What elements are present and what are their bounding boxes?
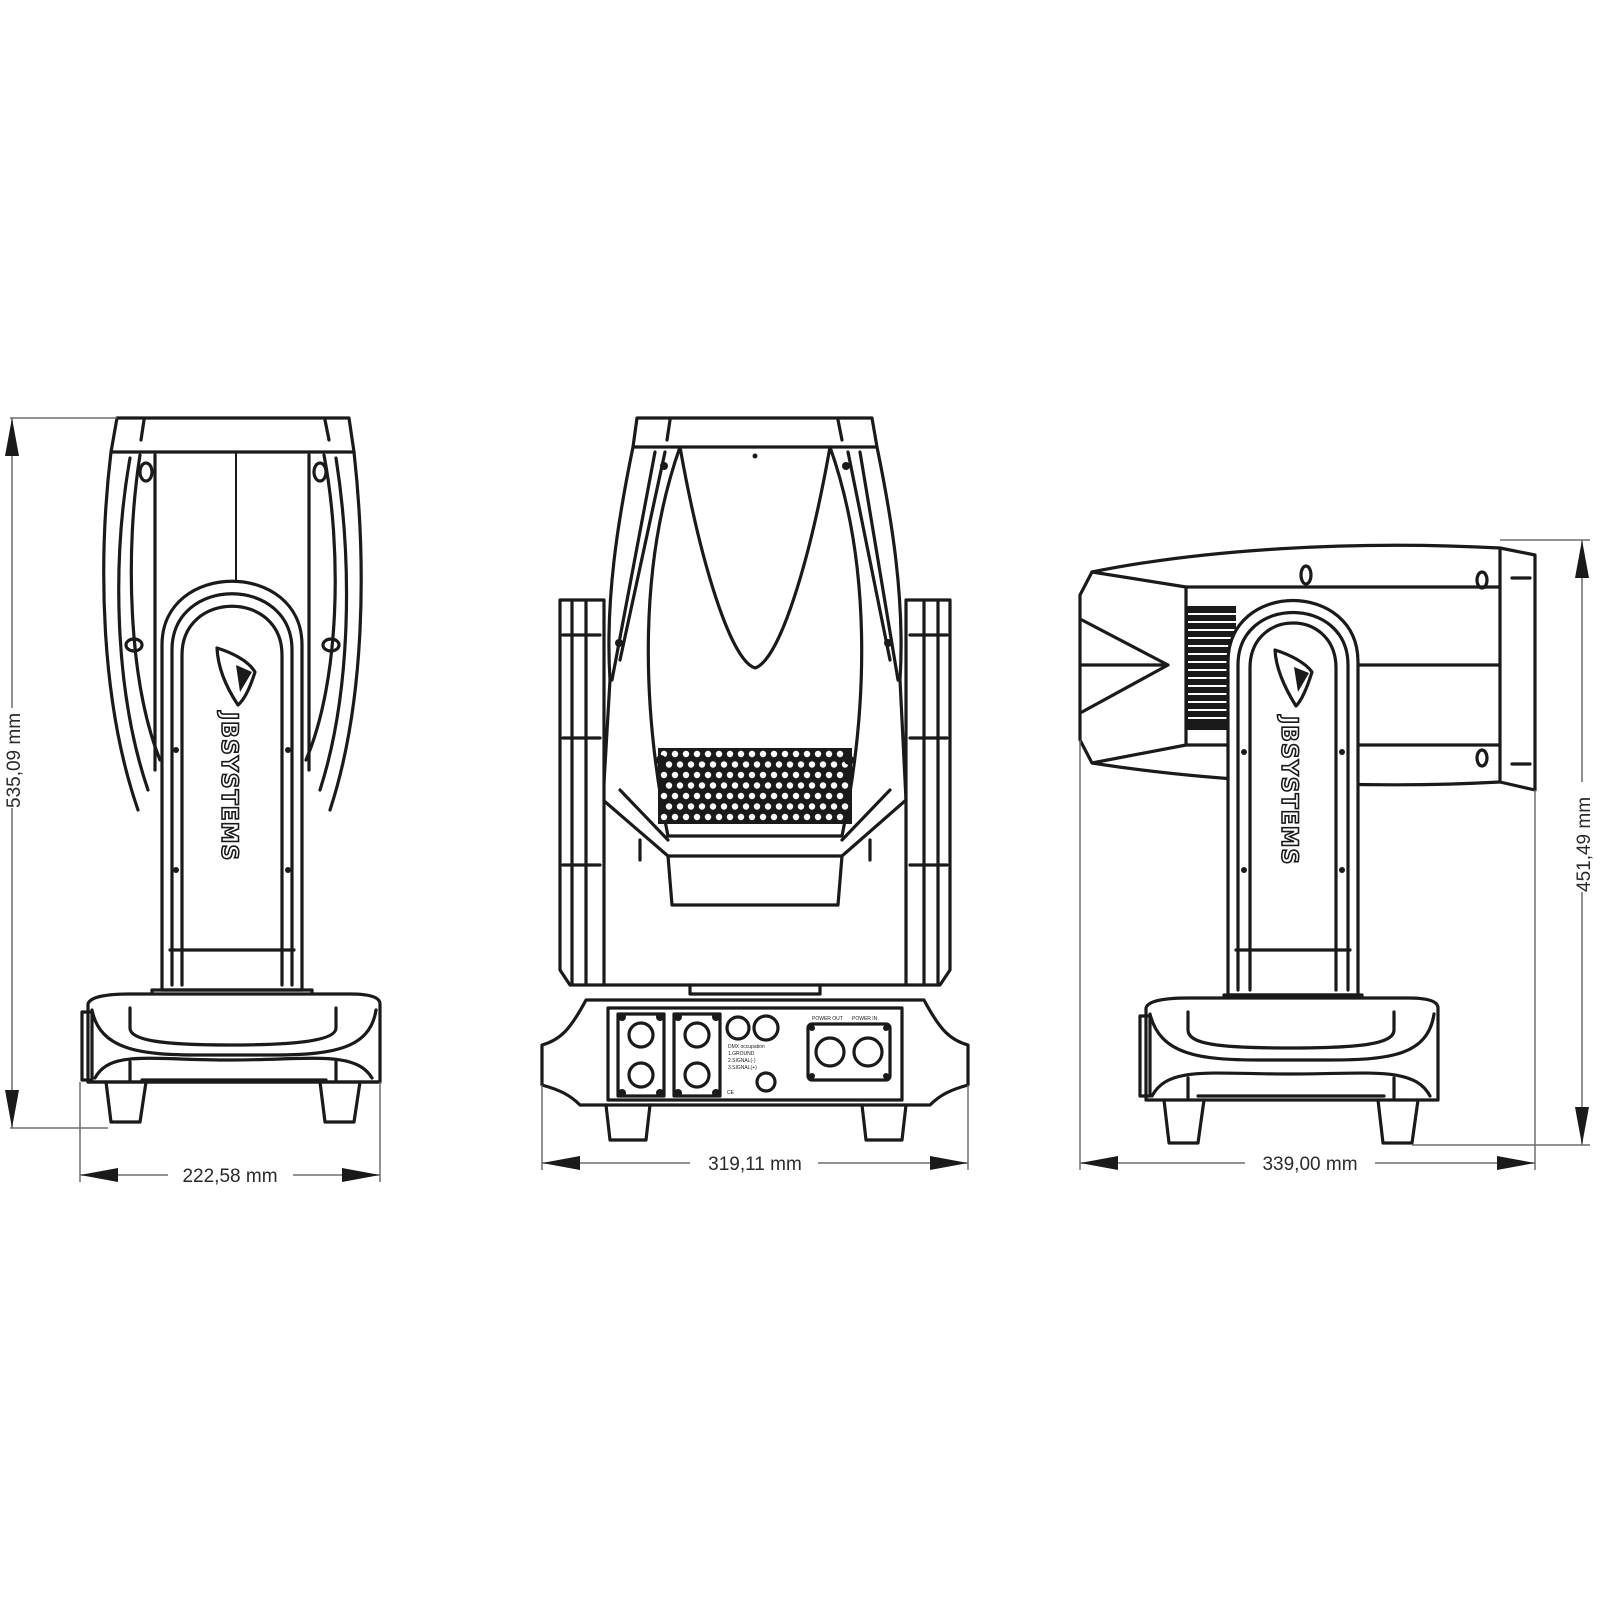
svg-text:DMX occupation: DMX occupation [728, 1044, 765, 1050]
vent-grill [658, 748, 852, 824]
brand-logo-side: JBSYSTEMS [216, 710, 241, 861]
brand-logo-tilted: JBSYSTEMS [1276, 714, 1301, 865]
dim-label-height-side: 535,09 mm [4, 713, 25, 808]
svg-text:POWER OUT: POWER OUT [812, 1016, 843, 1022]
dimension-451: 451,49 mm [1412, 539, 1595, 1146]
svg-text:POWER IN: POWER IN [852, 1016, 878, 1022]
brand-badge-icon [1273, 648, 1314, 708]
svg-text:3.SIGNAL(+): 3.SIGNAL(+) [728, 1065, 757, 1071]
dimension-222: 222,58 mm [79, 1082, 381, 1188]
dim-label-width-side: 222,58 mm [182, 1166, 277, 1187]
svg-text:CE: CE [727, 1090, 735, 1096]
dim-label-width-tilted: 339,00 mm [1262, 1154, 1357, 1175]
lens-ellipse [678, 445, 832, 670]
dimension-339: 339,00 mm [1079, 740, 1536, 1176]
dim-label-height-tilted: 451,49 mm [1574, 797, 1595, 892]
dimension-319: 319,11 mm [541, 1085, 969, 1176]
svg-text:2.SIGNAL(-): 2.SIGNAL(-) [728, 1058, 756, 1064]
front-view: DMX occupation 1.GROUND 2.SIGNAL(-) 3.SI… [540, 416, 970, 1142]
side-view: JBSYSTEMS [80, 416, 382, 1124]
svg-text:1.GROUND: 1.GROUND [728, 1051, 755, 1057]
brand-badge-icon [215, 646, 257, 707]
tilted-view: JBSYSTEMS [1078, 543, 1537, 1145]
connector-panel [606, 1006, 904, 1102]
dimension-535: 535,09 mm [3, 417, 117, 1129]
dim-label-width-front: 319,11 mm [708, 1154, 802, 1175]
